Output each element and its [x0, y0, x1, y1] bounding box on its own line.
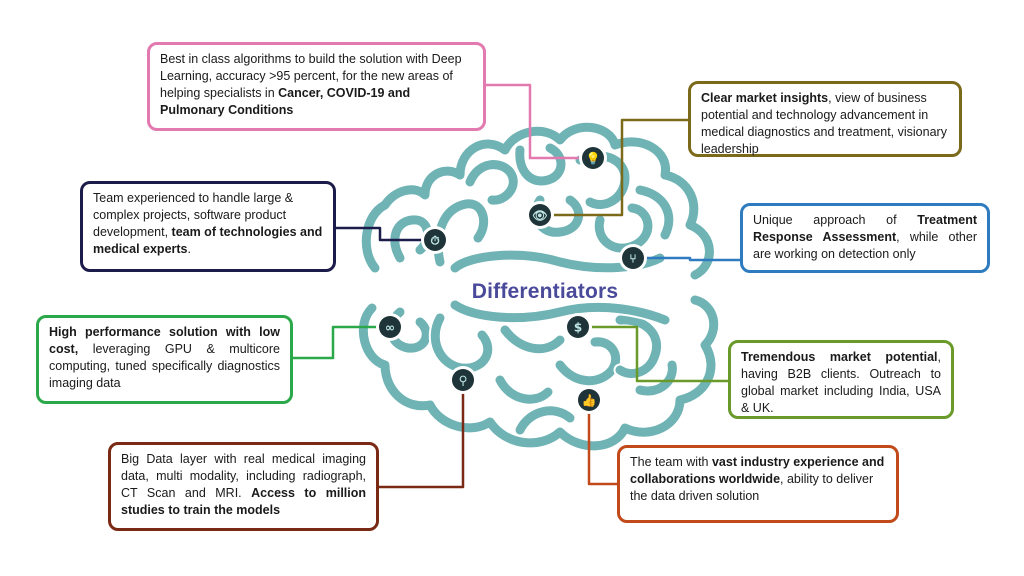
callout-text: Tremendous market potential — [741, 350, 938, 364]
callout-text: , while other are working on detection o… — [753, 230, 977, 261]
brain-fold — [495, 375, 553, 404]
brain-fold — [635, 360, 677, 396]
callout-text: Treatment Response Assessment — [753, 213, 977, 244]
connector-market-insights — [540, 118, 688, 217]
svg-text:👍: 👍 — [582, 394, 597, 408]
callout-text: Big Data layer with real medical imaging… — [121, 452, 366, 500]
callout-text: leveraging GPU & multicore computing, tu… — [49, 342, 280, 390]
svg-text:⚲: ⚲ — [459, 374, 468, 388]
callout-big-data: Big Data layer with real medical imaging… — [108, 442, 379, 531]
callout-text: High performance solution with low cost, — [49, 325, 280, 356]
brain-fold — [361, 122, 714, 280]
brain-fold — [515, 406, 575, 435]
callout-text: Clear market insights — [701, 91, 829, 105]
connector-industry-experience — [587, 400, 617, 486]
thumbs-up-icon: 👍 — [575, 386, 603, 414]
brain-fold — [615, 315, 661, 378]
stopwatch-icon: ⏱ — [421, 226, 449, 254]
brain-fold — [500, 325, 565, 354]
connector-treatment-response — [633, 256, 740, 262]
brain-fold — [465, 160, 518, 205]
callout-text: Access to million studies to train the m… — [121, 486, 367, 517]
callout-market-insights: Clear market insights, view of business … — [688, 81, 962, 157]
callout-industry-experience: The team with vast industry experience a… — [617, 445, 899, 523]
svg-text:$: $ — [574, 321, 582, 335]
connector-high-performance — [293, 325, 390, 360]
connector-big-data — [379, 380, 465, 489]
eye-icon: 👁 — [526, 201, 554, 229]
svg-text:∞: ∞ — [385, 321, 395, 335]
brain-fold — [358, 295, 719, 451]
brain-fold — [450, 300, 670, 325]
callout-text: , view of business potential and technol… — [701, 91, 947, 156]
svg-text:💡: 💡 — [586, 152, 601, 166]
svg-text:⑂: ⑂ — [629, 252, 636, 266]
dollar-cycle-icon: $ — [564, 313, 592, 341]
callout-text: Unique approach of — [753, 213, 918, 227]
callout-market-potential: Tremendous market potential, having B2B … — [728, 340, 954, 419]
callout-high-performance: High performance solution with low cost,… — [36, 315, 293, 404]
callout-text: vast industry experience and collaborati… — [630, 455, 885, 486]
svg-text:👁: 👁 — [532, 209, 547, 223]
lightbulb-icon: 💡 — [579, 144, 607, 172]
svg-text:⏱: ⏱ — [430, 234, 439, 248]
callout-treatment-response: Unique approach of Treatment Response As… — [740, 203, 990, 273]
connector-team — [336, 226, 435, 242]
center-title: Differentiators — [471, 280, 619, 303]
brain-fold — [555, 337, 621, 386]
callout-algorithms: Best in class algorithms to build the so… — [147, 42, 486, 131]
callout-text: Team experienced to handle large & compl… — [93, 191, 294, 239]
callout-text: Best in class algorithms to build the so… — [160, 52, 462, 100]
brain-fold — [635, 185, 674, 240]
callout-text: team of technologies and medical experts — [93, 225, 323, 256]
callout-text: , ability to deliver the data driven sol… — [630, 472, 874, 503]
connector-algorithms — [486, 83, 593, 160]
callout-text: Cancer, COVID-19 and Pulmonary Condition… — [160, 86, 411, 117]
usb-share-icon: ⑂ — [619, 244, 647, 272]
magnifier-icon: ⚲ — [449, 366, 477, 394]
callout-text: , having B2B clients. Outreach to global… — [741, 350, 941, 415]
callout-team: Team experienced to handle large & compl… — [80, 181, 336, 272]
callout-text: The team with — [630, 455, 712, 469]
glasses-icon: ∞ — [376, 313, 404, 341]
callout-text: . — [187, 242, 191, 256]
connector-market-potential — [578, 325, 728, 383]
